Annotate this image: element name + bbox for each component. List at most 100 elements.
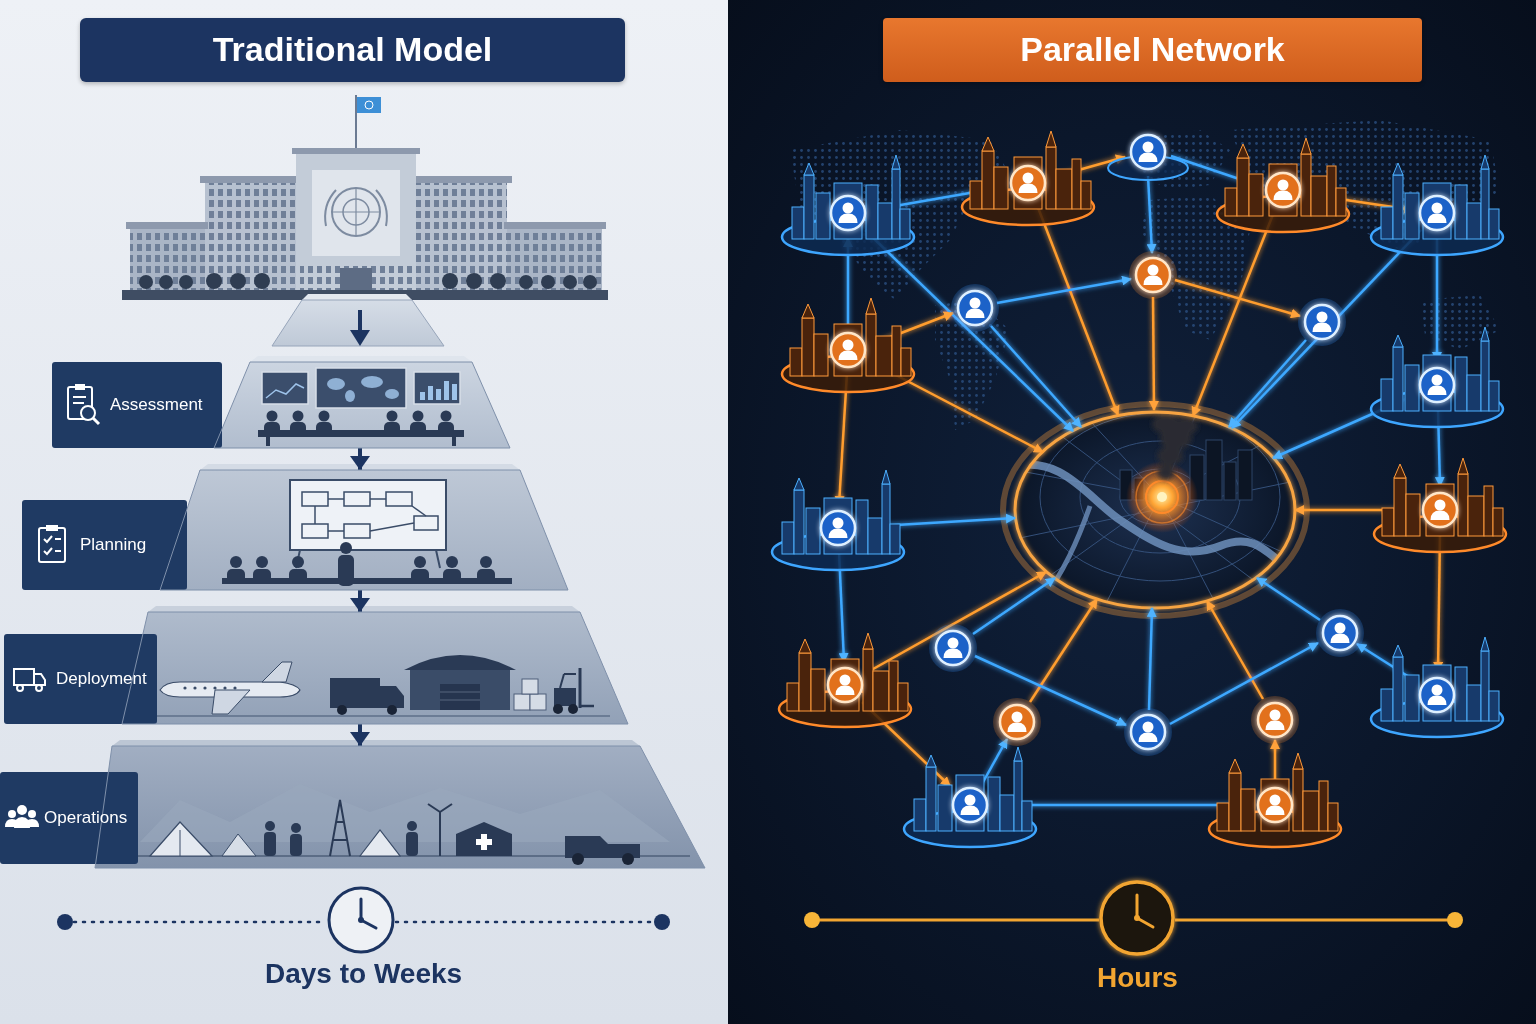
assessment-scene	[452, 384, 457, 400]
headquarters-building	[130, 228, 205, 292]
headquarters-building	[126, 222, 208, 229]
pyramid	[95, 746, 705, 868]
deployment-scene	[223, 686, 226, 689]
planning-scene	[222, 578, 512, 584]
headquarters-building	[332, 188, 380, 236]
network-people	[821, 135, 1457, 822]
planning-scene	[222, 480, 512, 586]
deployment-scene	[579, 668, 582, 708]
network-people	[1258, 703, 1292, 737]
headquarters-building	[355, 95, 357, 152]
operations-scene	[264, 821, 418, 856]
operations-scene	[439, 812, 441, 826]
timeline-label: Hours	[1097, 962, 1178, 994]
timeline-label: Days to Weeks	[265, 958, 462, 990]
operations-icon	[28, 810, 36, 818]
network-links	[1037, 205, 1118, 415]
assessment-scene	[266, 437, 270, 446]
network-people	[1136, 258, 1170, 292]
operations-icon	[5, 805, 39, 828]
network-links	[997, 279, 1131, 303]
timeline-fast	[804, 882, 1463, 954]
network-hubs	[782, 298, 914, 392]
headquarters-building	[519, 275, 533, 289]
stage-tabs	[0, 772, 138, 864]
tier-outline	[95, 746, 705, 868]
pyramid	[200, 464, 520, 470]
deployment-scene	[330, 655, 516, 710]
tier-outline	[160, 470, 568, 590]
headquarters-building	[130, 228, 205, 292]
network-people	[958, 291, 992, 325]
deployment-icon	[36, 685, 42, 691]
network-hubs	[993, 698, 1041, 746]
network-people	[1258, 788, 1292, 822]
disaster-map	[1206, 440, 1222, 500]
network-links	[839, 156, 1440, 805]
deployment-scene	[262, 662, 292, 682]
planning-scene	[414, 556, 426, 568]
headquarters-building	[325, 190, 336, 226]
headquarters-building	[490, 273, 506, 289]
timeline-fast	[1101, 882, 1173, 954]
assessment-scene	[413, 411, 424, 422]
network-links	[1229, 340, 1306, 427]
deployment-icon	[17, 685, 23, 691]
disaster-map	[1157, 492, 1167, 502]
timeline-slow	[329, 888, 393, 952]
disaster-map	[1040, 506, 1090, 604]
headquarters-building	[376, 190, 387, 226]
assessment-scene	[436, 389, 441, 400]
stage-tabs	[22, 500, 187, 590]
stage-label: Assessment	[110, 395, 203, 415]
network-hubs	[904, 747, 1036, 847]
operations-scene	[180, 830, 181, 856]
assessment-scene	[428, 386, 433, 400]
deployment-scene	[140, 655, 610, 716]
timeline-fast	[804, 912, 820, 928]
network-hubs	[1209, 753, 1341, 847]
operations-scene	[333, 839, 347, 841]
network-hubs	[1129, 251, 1177, 299]
assessment-icon	[73, 396, 86, 398]
disaster-map	[1015, 412, 1295, 608]
planning-scene	[256, 556, 268, 568]
assessment-scene	[293, 411, 304, 422]
assessment-icon	[81, 406, 95, 420]
network-links	[991, 326, 1081, 427]
network-hubs	[779, 633, 911, 727]
headquarters-building	[139, 275, 153, 289]
flow-arrow	[358, 724, 362, 746]
deployment-scene	[560, 674, 564, 688]
network-links	[1153, 297, 1154, 410]
timeline-fast	[1136, 895, 1139, 918]
network-people	[936, 631, 970, 665]
deployment-scene	[440, 692, 480, 693]
headquarters-building	[122, 290, 608, 300]
disaster-map	[1010, 405, 1300, 615]
headquarters-building	[205, 182, 297, 292]
panel-title: Traditional Model	[213, 30, 493, 69]
network-links	[1274, 740, 1277, 783]
assessment-icon	[73, 402, 84, 404]
deployment-scene	[410, 668, 510, 710]
headquarters-building	[254, 273, 270, 289]
right-panel	[728, 0, 1536, 1024]
deployment-scene	[440, 692, 480, 700]
stage-tier: Planning	[22, 470, 568, 590]
operations-scene	[330, 800, 350, 856]
stage-tier: Operations	[0, 746, 705, 868]
network-hubs	[951, 284, 999, 332]
network-hubs	[929, 624, 977, 672]
title-banner: Parallel Network	[883, 18, 1422, 82]
disaster-map	[1157, 464, 1175, 480]
deployment-scene	[553, 704, 563, 714]
timeline-slow	[65, 921, 326, 924]
assessment-scene	[258, 430, 464, 437]
stage-tier: Deployment	[4, 612, 628, 724]
deployment-scene	[337, 705, 397, 715]
network-hubs	[1217, 138, 1349, 232]
operations-scene	[622, 853, 634, 865]
deployment-scene	[193, 686, 196, 689]
